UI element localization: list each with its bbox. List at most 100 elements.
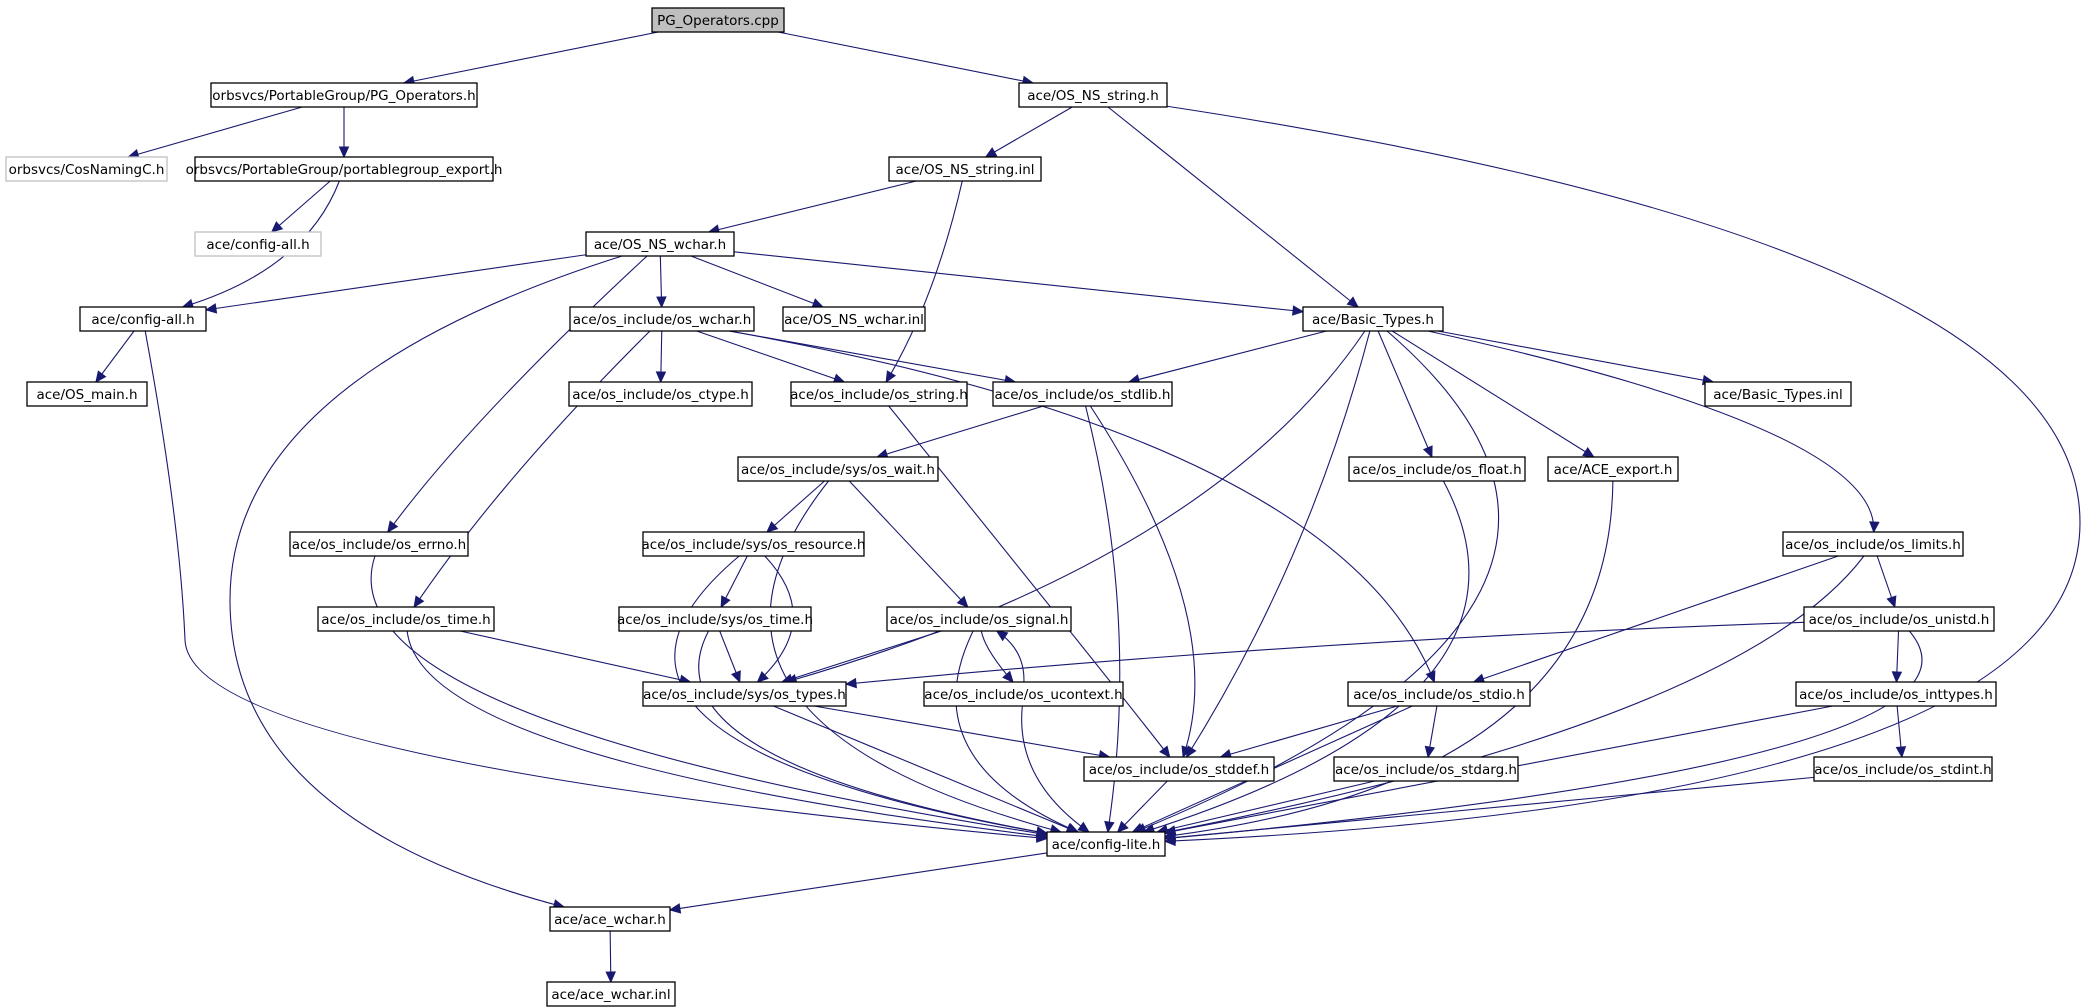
node-box	[782, 306, 926, 332]
edge-os_ucontext_h-to-os_signal_h	[995, 630, 1025, 683]
edge-line	[1089, 405, 1196, 758]
node-label: ace/os_include/os_stdint.h	[1814, 762, 1991, 778]
node-label: ace/os_include/sys/os_wait.h	[741, 462, 935, 478]
edge-line	[387, 255, 648, 533]
edge-arrowhead	[668, 903, 682, 914]
edge-os_signal_h-to-config_lite_h	[955, 630, 1080, 833]
node-os_float_h[interactable]: ace/os_include/os_float.h	[1348, 456, 1526, 482]
edge-line	[1377, 330, 1433, 458]
node-os_wchar_h[interactable]: ace/os_include/os_wchar.h	[569, 306, 755, 332]
node-box	[618, 606, 812, 632]
node-box	[923, 681, 1124, 707]
edge-line	[1157, 780, 1375, 833]
node-os_errno_h[interactable]: ace/os_include/os_errno.h	[289, 531, 469, 557]
node-os_stddef_h[interactable]: ace/os_include/os_stddef.h	[1083, 756, 1275, 782]
edge-arrowhead	[1425, 670, 1436, 684]
edge-line	[876, 405, 1044, 458]
node-pg_h[interactable]: orbsvcs/PortableGroup/PG_Operators.h	[210, 82, 478, 108]
edge-arrowhead	[1886, 595, 1897, 609]
edge-arrowhead	[387, 520, 399, 533]
node-box	[1302, 306, 1444, 332]
node-config_lite_h[interactable]: ace/config-lite.h	[1046, 831, 1166, 857]
node-box	[194, 156, 494, 182]
node-box	[790, 381, 968, 407]
edge-line	[729, 330, 1435, 683]
node-os_string_h[interactable]: ace/os_include/os_string.h	[790, 381, 968, 407]
node-box	[210, 82, 478, 108]
edge-line	[1220, 705, 1398, 758]
edge-os_signal_h-to-os_ucontext_h	[980, 630, 1014, 683]
node-label: PG_Operators.cpp	[657, 13, 779, 29]
edge-arrowhead	[204, 303, 218, 314]
edge-arrowhead	[1077, 821, 1090, 833]
node-os_unistd_h[interactable]: ace/os_include/os_unistd.h	[1803, 606, 1995, 632]
edge-os_float_h-to-config_lite_h	[1142, 480, 1470, 834]
node-os_signal_h[interactable]: ace/os_include/os_signal.h	[886, 606, 1072, 632]
node-ace_wchar_h[interactable]: ace/ace_wchar.h	[549, 906, 671, 932]
node-os_ns_wchar_h[interactable]: ace/OS_NS_wchar.h	[585, 231, 735, 257]
edge-line	[813, 705, 1110, 758]
edge-line	[1117, 780, 1168, 833]
node-os_stdlib_h[interactable]: ace/os_include/os_stdlib.h	[992, 381, 1173, 407]
node-os_wait_h[interactable]: ace/os_include/sys/os_wait.h	[737, 456, 939, 482]
node-label: ace/os_include/os_time.h	[321, 612, 490, 628]
node-os_ns_string_inl[interactable]: ace/OS_NS_string.inl	[888, 156, 1042, 182]
node-basic_types_inl[interactable]: ace/Basic_Types.inl	[1704, 381, 1852, 407]
node-os_stdint_h[interactable]: ace/os_include/os_stdint.h	[1813, 756, 1993, 782]
edge-line	[205, 254, 587, 311]
edge-line	[1164, 480, 1614, 838]
node-box	[1795, 681, 1997, 707]
edge-line	[1143, 480, 1470, 833]
edge-arrowhead	[413, 595, 425, 609]
node-os_stdarg_h[interactable]: ace/os_include/os_stdarg.h	[1333, 756, 1519, 782]
edge-line	[1164, 555, 1865, 834]
node-label: ace/ace_wchar.h	[554, 912, 666, 928]
node-label: ace/os_include/os_wchar.h	[573, 312, 752, 328]
edge-line	[773, 705, 1078, 833]
node-label: ace/config-all.h	[91, 312, 194, 328]
node-os_ctype_h[interactable]: ace/os_include/os_ctype.h	[568, 381, 753, 407]
edge-arrowhead	[1346, 296, 1359, 308]
edge-line	[460, 630, 691, 683]
edge-arrowhead	[720, 595, 731, 609]
node-os_ns_wchar_inl[interactable]: ace/OS_NS_wchar.inl	[782, 306, 926, 332]
node-ace_wchar_inl[interactable]: ace/ace_wchar.inl	[546, 981, 676, 1007]
node-os_limits_h[interactable]: ace/os_include/os_limits.h	[1782, 531, 1964, 557]
node-os_resource_h[interactable]: ace/os_include/sys/os_resource.h	[642, 531, 866, 557]
edge-config_lite_h-to-ace_wchar_h	[668, 852, 1048, 914]
node-os_types_h[interactable]: ace/os_include/sys/os_types.h	[642, 681, 847, 707]
edge-os_unistd_h-to-os_inttypes_h	[1891, 630, 1903, 684]
node-label: ace/os_include/sys/os_types.h	[643, 687, 846, 703]
edge-line	[696, 330, 845, 383]
node-label: ace/OS_NS_string.h	[1027, 88, 1159, 104]
node-box	[1018, 82, 1168, 108]
node-basic_types_h[interactable]: ace/Basic_Types.h	[1302, 306, 1444, 332]
edge-arrowhead	[1035, 826, 1049, 837]
edge-line	[403, 31, 659, 84]
node-box	[1547, 456, 1679, 482]
edge-os_ns_string_inl-to-os_ns_wchar_h	[707, 180, 917, 235]
edge-line	[708, 180, 917, 233]
edge-arrowhead	[885, 370, 897, 384]
edge-line	[786, 330, 1366, 683]
node-os_main_h[interactable]: ace/OS_main.h	[26, 381, 148, 407]
node-config_all[interactable]: ace/config-all.h	[79, 306, 207, 332]
node-sys_os_time_h[interactable]: ace/os_include/sys/os_time.h	[617, 606, 813, 632]
node-box	[1333, 756, 1519, 782]
node-box	[569, 306, 755, 332]
node-label: ace/os_include/os_string.h	[790, 387, 968, 403]
node-config_all_ext: ace/config-all.h	[194, 231, 322, 257]
node-pg_export[interactable]: orbsvcs/PortableGroup/portablegroup_expo…	[186, 156, 503, 182]
edge-line	[845, 621, 1805, 685]
node-pg_cpp[interactable]: PG_Operators.cpp	[651, 7, 785, 33]
node-os_stdio_h[interactable]: ace/os_include/os_stdio.h	[1347, 681, 1531, 707]
node-os_ns_string_h[interactable]: ace/OS_NS_string.h	[1018, 82, 1168, 108]
node-os_ucontext_h[interactable]: ace/os_include/os_ucontext.h	[923, 681, 1124, 707]
node-ace_export_h[interactable]: ace/ACE_export.h	[1547, 456, 1679, 482]
node-os_inttypes_h[interactable]: ace/os_include/os_inttypes.h	[1795, 681, 1997, 707]
node-os_time_h[interactable]: ace/os_include/os_time.h	[317, 606, 495, 632]
edge-line	[1391, 330, 1595, 458]
edge-os_signal_h-to-os_types_h	[780, 630, 942, 684]
edge-os_inttypes_h-to-os_stdint_h	[1895, 705, 1907, 759]
node-box	[651, 7, 785, 33]
